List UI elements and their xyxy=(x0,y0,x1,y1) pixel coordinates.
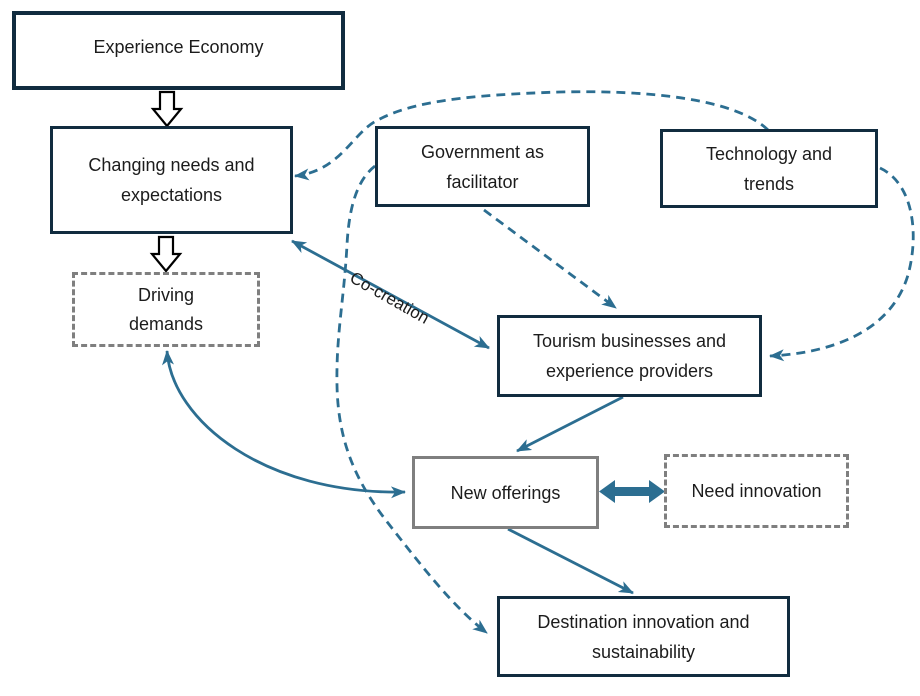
edge-new-offerings-need-innovation-double-arrow xyxy=(599,480,665,503)
node-technology-trends-label: Technology and trends xyxy=(705,143,833,194)
node-government-facilitator-label: Government as facilitator xyxy=(420,141,545,192)
node-tourism-businesses-label: Tourism businesses and experience provid… xyxy=(532,331,727,381)
edge-government-to-destination xyxy=(335,164,488,635)
node-experience-economy: Experience Economy xyxy=(12,11,345,90)
edge-technology-to-changing-needs xyxy=(294,90,769,181)
node-changing-needs-label: Changing needs and expectations xyxy=(88,155,255,205)
node-driving-demands-label: Driving demands xyxy=(128,284,204,334)
node-destination-innovation-label: Destination innovation and sustainabilit… xyxy=(537,611,750,662)
node-driving-demands: Driving demands xyxy=(72,272,260,347)
edge-changing-needs-to-tourism xyxy=(291,239,490,350)
edge-tourism-to-new-offerings xyxy=(516,395,624,453)
edge-changing-to-driving-block-arrow xyxy=(149,235,183,273)
node-new-offerings: New offerings xyxy=(412,456,599,529)
node-technology-trends: Technology and trends xyxy=(660,129,878,208)
node-need-innovation-label: Need innovation xyxy=(691,481,822,501)
edge-experience-to-changing-block-arrow xyxy=(150,90,184,128)
node-need-innovation: Need innovation xyxy=(664,454,849,528)
node-changing-needs: Changing needs and expectations xyxy=(50,126,293,234)
edge-driving-demands-to-new-offerings xyxy=(162,350,406,499)
edge-government-to-tourism xyxy=(483,208,617,310)
node-new-offerings-label: New offerings xyxy=(450,482,561,503)
node-tourism-businesses: Tourism businesses and experience provid… xyxy=(497,315,762,397)
edge-technology-to-tourism xyxy=(769,166,915,362)
edge-new-offerings-to-destination xyxy=(507,527,634,595)
node-experience-economy-label: Experience Economy xyxy=(93,37,264,57)
node-destination-innovation: Destination innovation and sustainabilit… xyxy=(497,596,790,677)
node-government-facilitator: Government as facilitator xyxy=(375,126,590,207)
